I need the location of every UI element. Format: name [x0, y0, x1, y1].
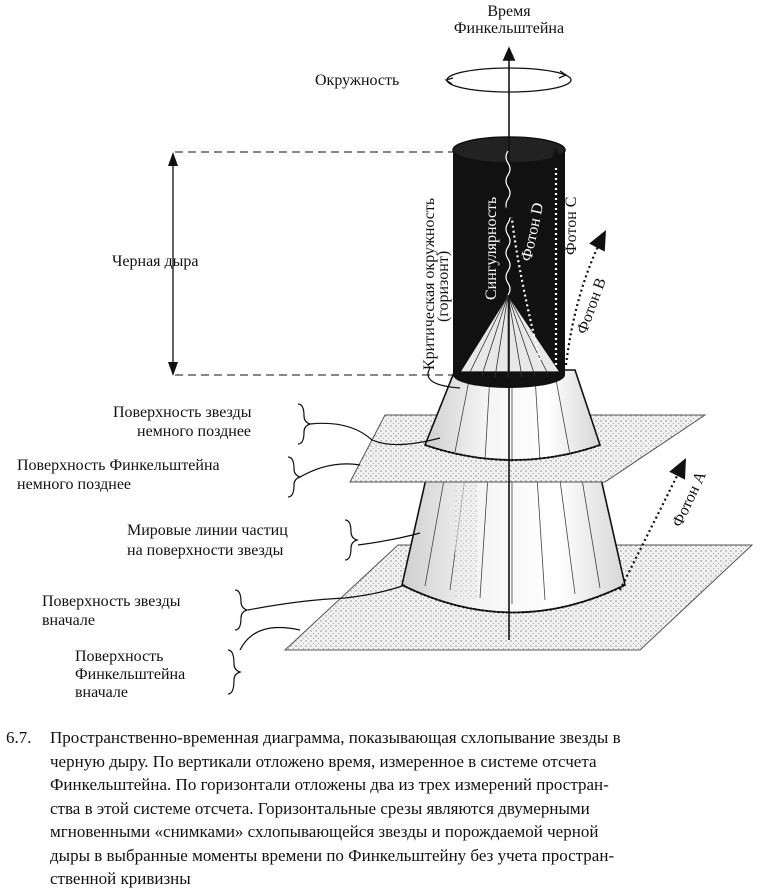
world-lines-line2: на поверхности звезды	[127, 542, 284, 559]
circumference-label: Окружность	[315, 72, 399, 89]
caption-line: Финкельштейна. По горизонтали отложены д…	[50, 775, 609, 794]
caption-line: ственной кривизны	[50, 869, 191, 888]
star-surface-initial-line2: вначале	[42, 612, 95, 629]
star-surface-initial-line1: Поверхность звезды	[42, 593, 181, 610]
time-axis-label-line2: Финкельштейна	[454, 20, 564, 37]
horizon-label: (горизонт)	[435, 251, 452, 322]
spacetime-diagram: Время Финкельштейна Окружность Черная ды…	[17, 3, 754, 701]
caption-line: мгновенными «снимками» схлопывающейся зв…	[50, 822, 599, 841]
finkelstein-surface-later-line1: Поверхность Финкельштейна	[17, 457, 220, 474]
star-surface-later-line1: Поверхность звезды	[113, 404, 252, 421]
finkelstein-surface-later-line2: немного позднее	[17, 476, 131, 493]
world-lines-line1: Мировые линии частиц	[127, 522, 288, 539]
finkelstein-surface-initial-line3: вначале	[75, 684, 128, 701]
finkelstein-surface-initial-line1: Поверхность	[75, 648, 163, 665]
photon-c-label: Фотон C	[563, 197, 580, 255]
caption-number: 6.7.	[6, 728, 32, 747]
star-cone-upper	[423, 369, 602, 462]
caption-line: черную дыру. По вертикали отложено время…	[50, 751, 597, 771]
singularity-label: Сингулярность	[483, 197, 500, 300]
photon-b-label: Фотон B	[574, 276, 610, 337]
photon-b-path	[564, 230, 607, 366]
caption-line: Пространственно-временная диаграмма, пок…	[50, 728, 621, 747]
caption-line: ства в этой системе отсчета. Горизонталь…	[50, 798, 590, 818]
caption-line: дыры в выбранные моменты времени по Финк…	[50, 845, 615, 865]
finkelstein-surface-initial-line2: Финкельштейна	[75, 666, 185, 683]
photon-a-path	[619, 458, 686, 591]
label-leaders	[227, 367, 461, 695]
black-hole-height-marker	[168, 151, 455, 376]
singularity-worldline	[505, 150, 511, 296]
inner-collapse-cone	[458, 293, 562, 378]
black-hole-label: Черная дыра	[112, 253, 199, 270]
time-axis-label-line1: Время	[487, 3, 531, 20]
critical-circumference-label: Критическая окружность	[421, 198, 438, 370]
star-surface-later-line2: немного позднее	[137, 423, 251, 440]
